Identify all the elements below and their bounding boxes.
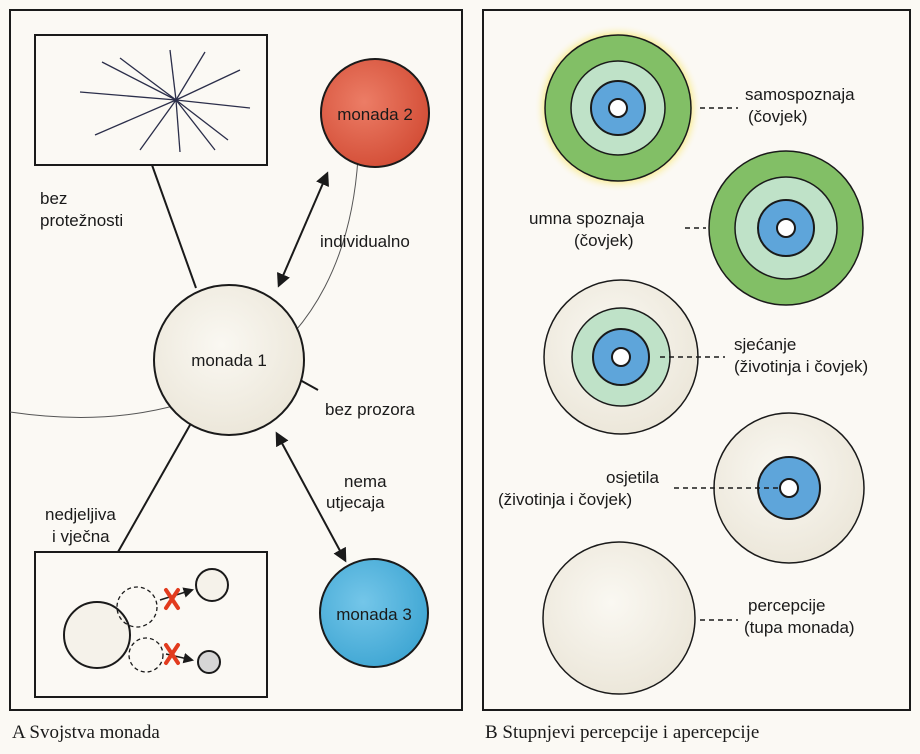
level-1-line2: (čovjek) — [748, 107, 808, 126]
label-nedjeljiva: nedjeljiva — [45, 505, 116, 524]
whole-circle — [64, 602, 130, 668]
level-5-line1: percepcije — [748, 596, 826, 615]
label-nema: nema — [344, 472, 387, 491]
small-circle-bottom — [198, 651, 220, 673]
label-bez-prozora: bez prozora — [325, 400, 415, 419]
level-2-line2: (čovjek) — [574, 231, 634, 250]
level-2-line1: umna spoznaja — [529, 209, 645, 228]
panel-a: monada 2 monada 1 monada 3 bez protežnos… — [10, 10, 462, 743]
monad-2-label: monada 2 — [337, 105, 413, 124]
label-utjecaja: utjecaja — [326, 493, 385, 512]
label-i-vjecna: i vječna — [52, 527, 110, 546]
monad-3-label: monada 3 — [336, 605, 412, 624]
label-individualno: individualno — [320, 232, 410, 251]
level-3-line2: (životinja i čovjek) — [734, 357, 868, 376]
monad-1-label: monada 1 — [191, 351, 267, 370]
label-bez: bez — [40, 189, 67, 208]
level-5-line2: (tupa monada) — [744, 618, 855, 637]
level-4-line2: (životinja i čovjek) — [498, 490, 632, 509]
extensionless-box — [35, 35, 267, 165]
panel-a-caption: A Svojstva monada — [12, 722, 160, 743]
small-circle-top — [196, 569, 228, 601]
label-protefnosti: protežnosti — [40, 211, 123, 230]
panel-b-caption: B Stupnjevi percepcije i apercepcije — [485, 722, 759, 743]
level-3-line1: sjećanje — [734, 335, 796, 354]
panel-b: samospoznaja (čovjek) umna spoznaja (čov… — [483, 10, 910, 743]
level-1-line1: samospoznaja — [745, 85, 855, 104]
level-4-line1: osjetila — [606, 468, 659, 487]
